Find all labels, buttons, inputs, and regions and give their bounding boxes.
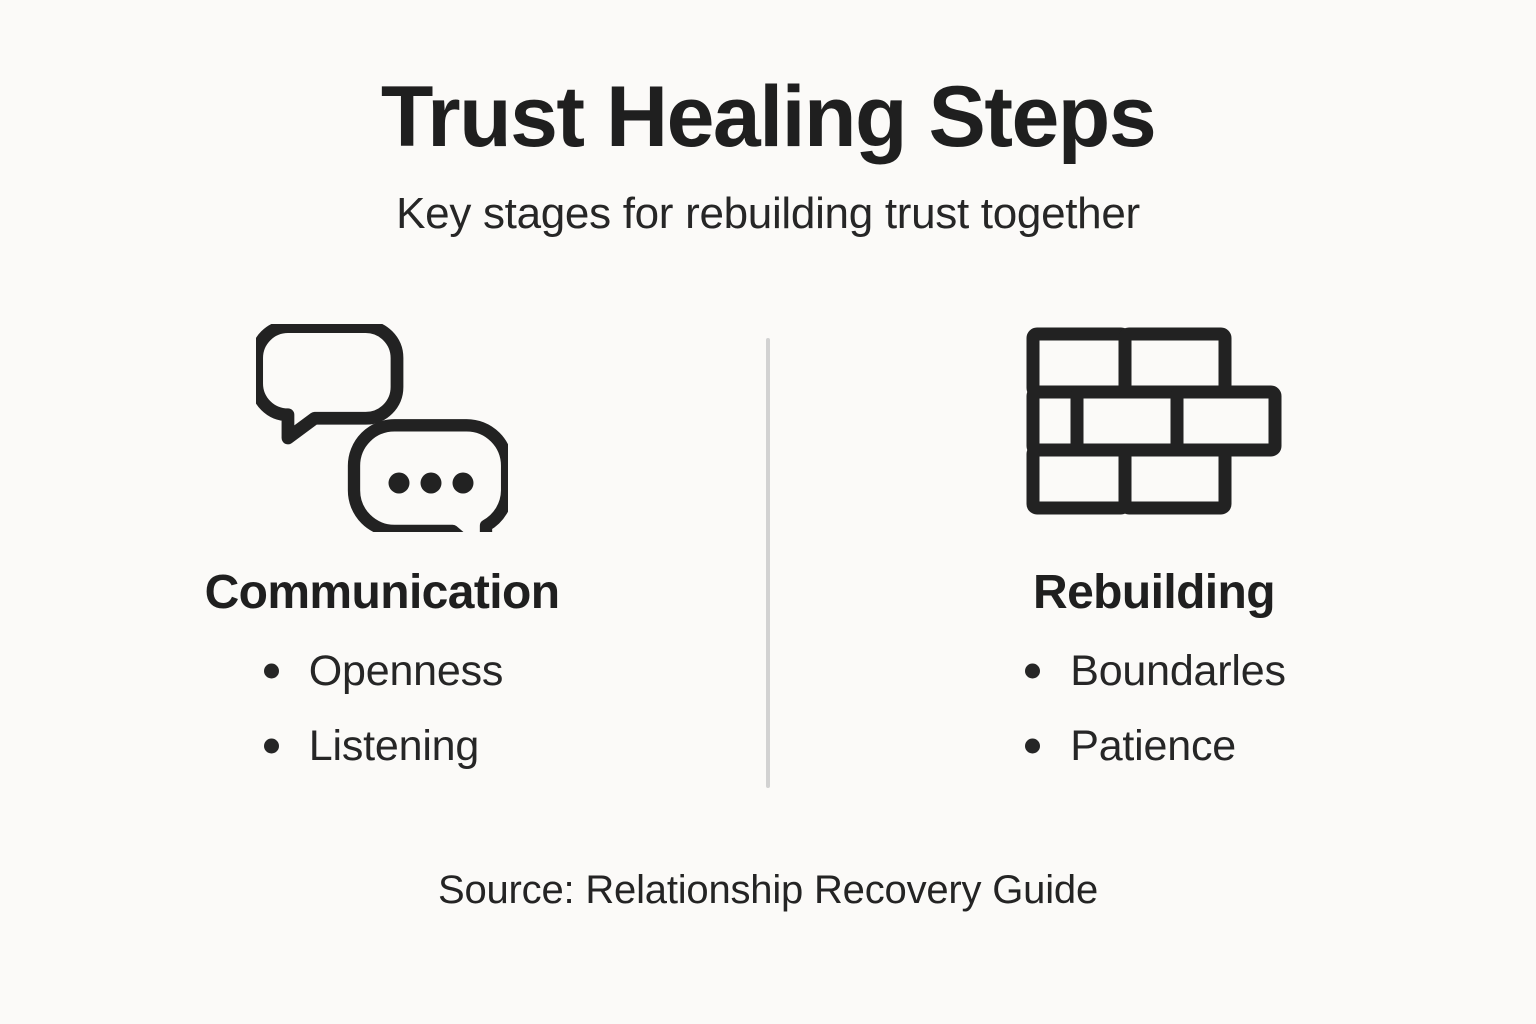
list-item-label: Openness	[308, 646, 504, 695]
page-title: Trust Healing Steps	[380, 69, 1157, 165]
bullet-dot-icon	[1025, 738, 1041, 754]
list-item: Listening	[261, 721, 503, 770]
list-item-label: Boundarles	[1070, 646, 1286, 695]
bullet-list-communication: Openness Listening	[261, 646, 504, 770]
column-rebuilding: Rebuilding Boundarles Patience	[770, 320, 1470, 768]
list-item-label: Listening	[308, 721, 480, 770]
brick-wall-icon	[1023, 320, 1285, 535]
page-subtitle: Key stages for rebuilding trust together	[396, 189, 1140, 239]
column-heading-communication: Communication	[204, 566, 560, 619]
list-item: Openness	[261, 646, 504, 695]
column-heading-rebuilding: Rebuilding	[1033, 566, 1276, 619]
column-communication: Communication Openness Listening	[66, 320, 766, 768]
bullet-list-rebuilding: Boundarles Patience	[1022, 646, 1286, 770]
column-divider	[766, 338, 770, 788]
list-item: Boundarles	[1022, 646, 1286, 695]
header: Trust Healing Steps Key stages for rebui…	[0, 72, 1536, 239]
bullet-dot-icon	[263, 738, 279, 754]
list-item-label: Patience	[1070, 721, 1236, 770]
bullet-dot-icon	[1025, 663, 1041, 679]
speech-bubbles-icon	[256, 320, 508, 535]
columns-container: Communication Openness Listening	[0, 320, 1536, 820]
list-item: Patience	[1022, 721, 1286, 770]
bullet-dot-icon	[263, 663, 279, 679]
source-caption: Source: Relationship Recovery Guide	[437, 868, 1098, 912]
